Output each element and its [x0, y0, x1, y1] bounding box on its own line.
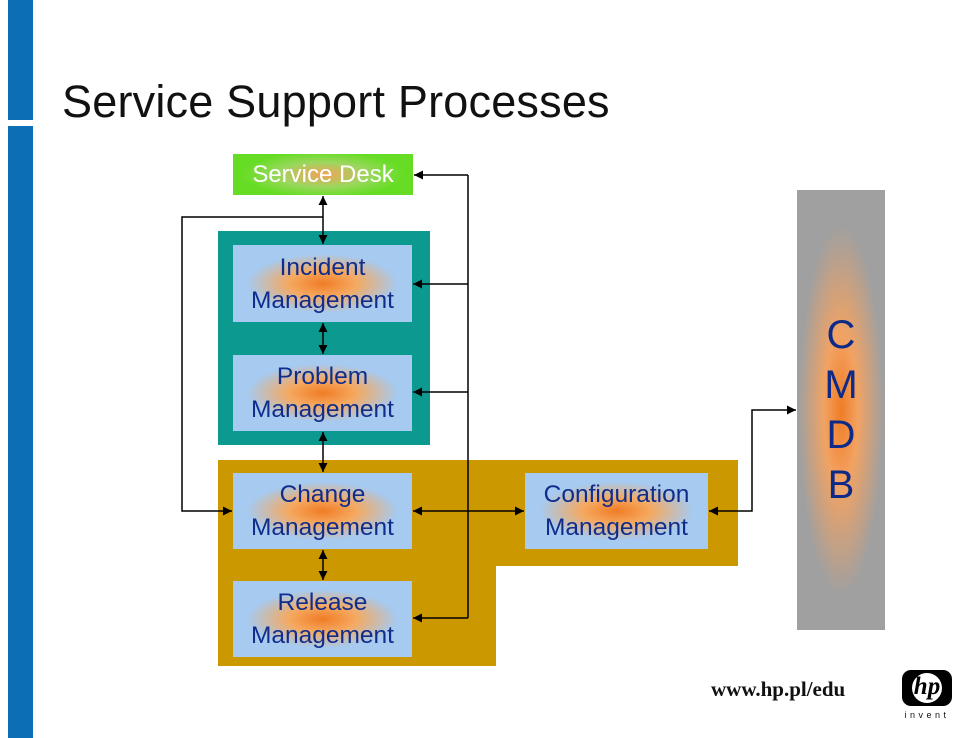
- service-desk-node: Service Desk: [233, 154, 413, 195]
- incident-label-line2: Management: [250, 286, 394, 314]
- service-desk-label: Service Desk: [252, 160, 394, 188]
- change-label-line2: Management: [250, 514, 394, 541]
- cmdb-letter-b: B: [827, 463, 855, 507]
- change-management-node: Change Management: [233, 473, 412, 549]
- problem-management-node: Problem Management: [233, 355, 412, 431]
- configuration-label-line1: Configuration: [543, 481, 690, 508]
- cmdb-letter-c: C: [826, 313, 856, 357]
- arrow-desk-change-loop: [181, 216, 323, 516]
- problem-label-line2: Management: [250, 396, 394, 423]
- incident-label-line1: Incident: [279, 253, 366, 281]
- configuration-management-node: Configuration Management: [525, 473, 708, 549]
- footer-url: www.hp.pl/edu: [711, 677, 846, 701]
- page-title: Service Support Processes: [62, 76, 610, 127]
- incident-management-node: Incident Management: [233, 245, 412, 322]
- release-management-node: Release Management: [233, 581, 412, 657]
- cmdb-letter-d: D: [826, 413, 856, 457]
- arrow-configuration-cmdb: [709, 405, 796, 516]
- hp-logo-mark: hp: [912, 673, 942, 703]
- configuration-label-line2: Management: [544, 514, 688, 541]
- release-label-line2: Management: [250, 622, 394, 649]
- left-accent-bar-top: [8, 0, 33, 120]
- change-label-line1: Change: [279, 481, 366, 508]
- release-label-line1: Release: [277, 589, 368, 616]
- cmdb-node: C M D B: [797, 190, 885, 630]
- hp-logo: hp invent: [897, 670, 957, 724]
- cmdb-letter-m: M: [824, 363, 858, 407]
- hp-logo-badge: hp: [902, 670, 952, 706]
- hp-logo-tagline: invent: [904, 710, 950, 720]
- left-accent-bar-bottom: [8, 126, 33, 738]
- problem-label-line1: Problem: [276, 363, 369, 390]
